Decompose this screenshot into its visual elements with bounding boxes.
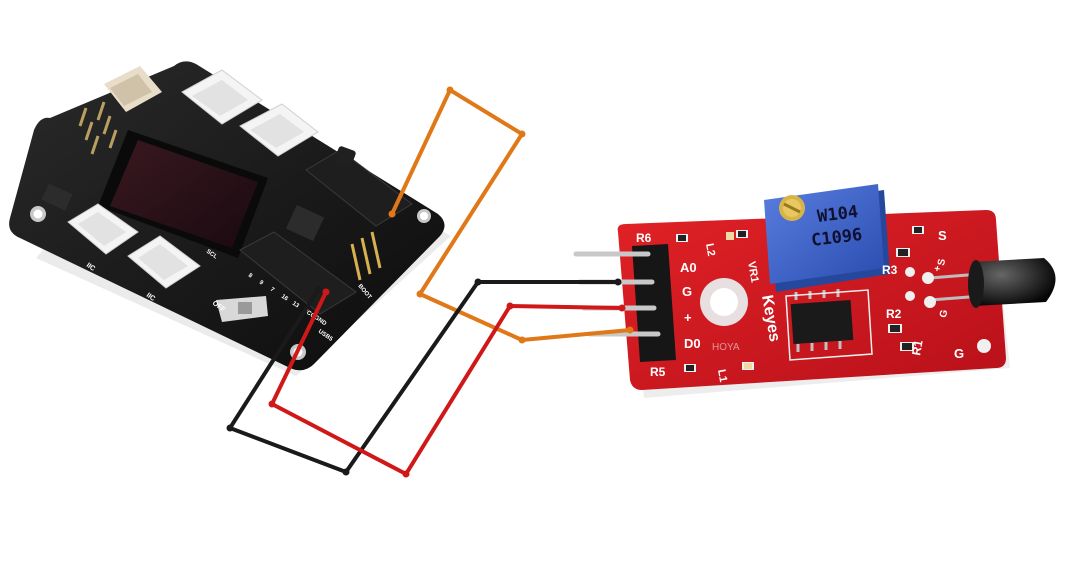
sensor-label-plus: + bbox=[684, 310, 692, 325]
board-label-scl: SCL bbox=[205, 249, 219, 261]
ic-chip bbox=[41, 183, 73, 211]
wire-bend-dot bbox=[474, 278, 482, 286]
sensor-label-s-right: S bbox=[936, 258, 948, 267]
ic-chip bbox=[285, 204, 325, 242]
wire-bend-dot bbox=[314, 286, 322, 294]
sensor-label-l2: L2 bbox=[703, 242, 717, 257]
ir-flame-led bbox=[929, 258, 1056, 308]
sensor-label-r6: R6 bbox=[636, 231, 652, 245]
sensor-label-d0: D0 bbox=[684, 336, 701, 351]
wire-bend-dot bbox=[614, 278, 622, 286]
sensor-label-s-top: S bbox=[938, 228, 947, 243]
wire-bend-dot bbox=[322, 288, 330, 296]
flame-sensor-module: W104 C1096 bbox=[573, 184, 1056, 398]
grove-connector-left-1 bbox=[67, 203, 139, 255]
wire-bend-dot bbox=[268, 400, 276, 408]
wire-bend-dot bbox=[402, 470, 410, 478]
board-label-iic-1: IIC bbox=[85, 262, 96, 273]
smd-components bbox=[676, 226, 924, 372]
potentiometer: W104 C1096 bbox=[764, 184, 890, 292]
sensor-brand-small: HOYA bbox=[712, 342, 740, 353]
wire-bend-dot bbox=[618, 304, 626, 312]
sensor-label-r5: R5 bbox=[650, 365, 666, 379]
sensor-label-vr1: VR1 bbox=[745, 260, 761, 283]
wire-bend-dot bbox=[416, 290, 424, 298]
mount-hole bbox=[33, 209, 43, 219]
battery-connector bbox=[104, 66, 162, 112]
female-header-top bbox=[305, 149, 413, 227]
mount-hole bbox=[420, 212, 428, 220]
sensor-label-g: G bbox=[682, 284, 692, 299]
board-pin-label: 16 bbox=[280, 294, 289, 303]
wire-bend-dot bbox=[506, 302, 514, 310]
sensor-label-plus-right: + bbox=[932, 265, 944, 273]
wire-orange-signal bbox=[390, 88, 632, 342]
sensor-label-g-right: G bbox=[938, 309, 950, 319]
sensor-mount-hole-inner bbox=[710, 288, 738, 316]
wire-bend-dot bbox=[626, 326, 634, 334]
sensor-label-r2: R2 bbox=[886, 307, 902, 321]
sensor-label-g-bottom: G bbox=[954, 346, 964, 361]
wire-bend-dot bbox=[388, 210, 396, 218]
brass-pins bbox=[350, 231, 382, 281]
comparator-ic bbox=[790, 289, 854, 352]
board-pin-label: 7 bbox=[269, 287, 276, 294]
wire-bend-dot bbox=[226, 424, 234, 432]
wire-bend-dot bbox=[342, 468, 350, 476]
wires bbox=[226, 86, 634, 478]
left-pin-header bbox=[78, 101, 118, 155]
output-pads bbox=[905, 267, 991, 353]
wire-bend-dot bbox=[518, 336, 526, 344]
board-pin-label: 13 bbox=[291, 301, 300, 310]
sensor-label-r3: R3 bbox=[882, 263, 898, 277]
grove-connector-top-2 bbox=[239, 103, 319, 157]
wire-bend-dot bbox=[518, 130, 526, 138]
wire-bend-points bbox=[226, 86, 634, 478]
grove-connector-top-1 bbox=[181, 69, 263, 125]
sensor-label-r1: R1 bbox=[909, 339, 926, 357]
board-pin-label: 8 bbox=[247, 273, 254, 280]
board-label-iic-2: IIC bbox=[145, 292, 156, 303]
board-pin-label: 9 bbox=[258, 280, 265, 287]
wire-bend-dot bbox=[446, 86, 454, 94]
sensor-label-l1: L1 bbox=[715, 368, 729, 383]
pot-label-line1: W104 bbox=[816, 202, 859, 227]
sensor-label-a0: A0 bbox=[680, 260, 697, 275]
buzzer bbox=[334, 146, 356, 168]
grove-connector-left-2 bbox=[127, 235, 201, 289]
power-switch bbox=[216, 296, 268, 322]
